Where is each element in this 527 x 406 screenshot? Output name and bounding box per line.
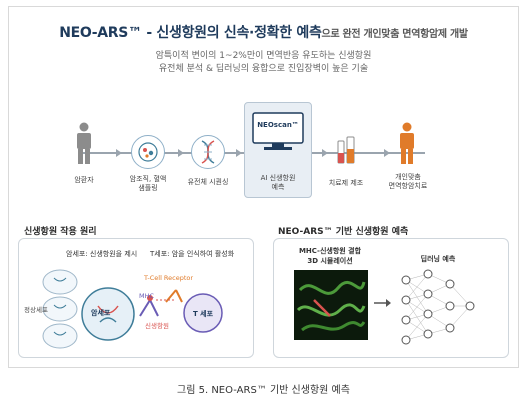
step-label-sampling: 암조직, 혈액 샘플링 — [129, 175, 167, 192]
step-label-treatment: 개인맞춤 면역항암치료 — [388, 173, 428, 190]
subtitle-line-2: 유전체 분석 & 딥러닝의 융합으로 진입장벽이 높은 기술 — [158, 64, 369, 74]
mhc-label: MHC — [139, 292, 155, 300]
step-circle-sequencing — [191, 135, 225, 169]
right-panel-title: NEO-ARS™ 기반 신생항원 예측 — [278, 227, 409, 237]
neoantigen-label: 신생항원 — [145, 322, 169, 330]
cancer-cell-desc: 암세포: 신생항원을 제시 — [66, 250, 138, 258]
vial-icon — [337, 136, 355, 164]
neural-network-icon — [401, 269, 475, 345]
figure-caption: 그림 5. NEO-ARS™ 기반 신생항원 예측 — [177, 385, 350, 396]
step-label-ai: AI 신생항원 예측 — [260, 174, 296, 191]
normal-cells — [42, 269, 78, 349]
arrow-3 — [236, 149, 242, 157]
title-main: NEO-ARS™ - 신생항원의 신속·정확한 예측 — [59, 25, 322, 41]
step-label-sequencing: 유전체 시퀀싱 — [187, 178, 229, 186]
t-cell — [183, 293, 223, 333]
treated-patient-icon — [400, 122, 414, 164]
patient-icon — [77, 122, 91, 164]
dna-icon — [201, 140, 215, 164]
cancer-cell-label: 암세포 — [91, 309, 111, 317]
deep-learning-label: 딥러닝 예측 — [420, 255, 456, 263]
step-label-manufacture: 치료제 제조 — [328, 179, 364, 187]
simulation-image — [294, 270, 368, 340]
mhc-complex — [139, 289, 183, 317]
computer-icon — [252, 112, 304, 150]
simulation-label-1: MHC-신생항원 결합 — [298, 247, 362, 255]
neoscan-label: NEOscan™ — [257, 121, 299, 129]
normal-cell-label: 정상세포 — [24, 306, 48, 314]
t-cell-label: T 세포 — [192, 310, 214, 318]
simulation-label-2: 3D 시뮬레이션 — [307, 257, 353, 265]
arrow-4 — [322, 149, 328, 157]
right-arrow-icon — [374, 299, 391, 307]
arrow-2 — [178, 149, 184, 157]
t-cell-receptor-label: T-Cell Receptor — [144, 274, 194, 282]
t-cell-desc: T세포: 암을 인식하여 활성화 — [150, 250, 235, 258]
sample-icon — [138, 142, 158, 162]
step-circle-sampling — [131, 135, 165, 169]
arrow-1 — [116, 149, 122, 157]
subtitle-line-1: 암특이적 변이의 1~2%만이 면역반응 유도하는 신생항원 — [155, 51, 372, 61]
step-label-patient: 암환자 — [74, 176, 94, 184]
title-suffix: 으로 완전 개인맞춤 면역항암제 개발 — [321, 29, 469, 40]
figure-title: NEO-ARS™ - 신생항원의 신속·정확한 예측으로 완전 개인맞춤 면역항… — [0, 22, 527, 42]
cancer-cell — [81, 287, 135, 341]
arrow-5 — [384, 149, 390, 157]
left-panel-title: 신생항원 작용 원리 — [24, 227, 97, 237]
